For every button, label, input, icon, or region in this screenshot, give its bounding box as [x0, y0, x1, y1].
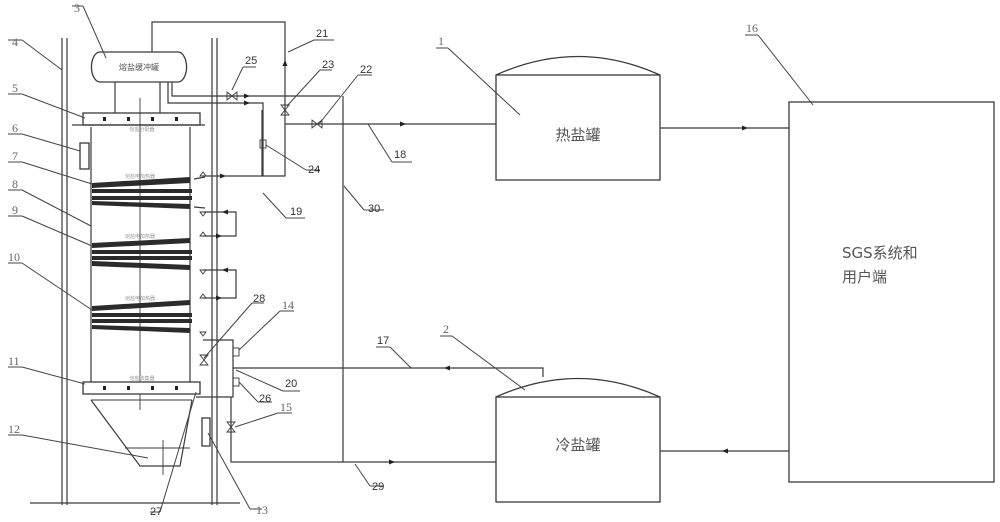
callout-4: 4 [12, 35, 18, 49]
callout-27: 27 [150, 506, 162, 518]
heater-bundle-2: 熔盐电加热器 [92, 233, 192, 270]
callout-24: 24 [308, 164, 320, 176]
callout-14: 14 [282, 298, 294, 312]
callout-19: 19 [290, 206, 302, 218]
callout-3: 3 [74, 1, 80, 15]
callouts: 1 2 3 4 5 6 7 8 9 10 11 12 13 14 15 16 1 [8, 1, 814, 518]
support-column-left [61, 38, 68, 505]
pipe-24-line [167, 82, 264, 176]
callout-25: 25 [245, 55, 257, 67]
valve-26[interactable] [232, 377, 240, 387]
pipe-20 [196, 339, 234, 398]
callout-10: 10 [8, 250, 20, 264]
heater-bundle-1: 熔盐电加热器 [92, 173, 206, 209]
valve-15[interactable] [226, 421, 236, 433]
buffer-tank-label: 熔盐缓冲罐 [119, 62, 159, 72]
svg-text:熔盐电加热器: 熔盐电加热器 [125, 173, 155, 180]
callout-21: 21 [316, 28, 328, 40]
cold-salt-tank: 冷盐罐 [495, 377, 661, 503]
hot-salt-tank: 热盐罐 [495, 55, 661, 181]
sgs-system-box: SGS系统和 用户端 [788, 101, 995, 483]
callout-8: 8 [12, 177, 18, 191]
callout-20: 20 [285, 378, 297, 390]
callout-17: 17 [377, 335, 389, 347]
drain-box-13 [201, 417, 211, 447]
callout-13: 13 [256, 503, 268, 517]
valve-24[interactable] [259, 139, 267, 149]
callout-12: 12 [8, 422, 20, 436]
valve-28[interactable] [199, 354, 209, 366]
valve-22[interactable] [311, 119, 323, 129]
callout-7: 7 [12, 149, 18, 163]
drain-cone [90, 399, 193, 475]
callout-22: 22 [360, 64, 372, 76]
pipe-21 [151, 21, 286, 177]
bottom-collector: 熔盐收集器 [82, 375, 201, 395]
top-distributor: 熔盐分配器 [72, 112, 205, 133]
callout-6: 6 [12, 121, 18, 135]
pipe-25-line [171, 82, 340, 97]
valve-14[interactable] [232, 347, 240, 357]
sgs-label-line1: SGS系统和 [842, 244, 918, 262]
callout-30: 30 [368, 203, 380, 215]
pipe-17 [233, 367, 544, 377]
svg-text:熔盐电加热器: 熔盐电加热器 [125, 295, 155, 302]
bottom-header-label: 熔盐收集器 [129, 375, 154, 382]
side-junction-box [79, 142, 90, 170]
callout-9: 9 [12, 203, 18, 217]
support-column-right [211, 38, 218, 505]
buffer-tank: 熔盐缓冲罐 [90, 51, 188, 113]
pipe-29 [230, 397, 496, 463]
callout-28: 28 [253, 293, 265, 305]
callout-1: 1 [438, 34, 444, 48]
top-header-label: 熔盐分配器 [129, 126, 154, 133]
valve-23[interactable] [280, 104, 290, 116]
cold-salt-tank-label: 冷盐罐 [555, 436, 600, 454]
heater-bundle-3: 熔盐电加热器 [92, 295, 192, 333]
sgs-label-line2: 用户端 [842, 268, 887, 286]
hot-salt-tank-label: 热盐罐 [555, 126, 600, 144]
callout-29: 29 [372, 481, 384, 493]
callout-15: 15 [280, 400, 292, 414]
callout-16: 16 [746, 21, 758, 35]
valve-25[interactable] [226, 91, 238, 101]
callout-2: 2 [443, 322, 449, 336]
svg-text:熔盐电加热器: 熔盐电加热器 [125, 233, 155, 240]
callout-18: 18 [394, 149, 406, 161]
callout-5: 5 [12, 81, 18, 95]
callout-23: 23 [322, 59, 334, 71]
callout-26: 26 [259, 393, 271, 405]
callout-11: 11 [8, 354, 20, 368]
heater-nozzles [199, 171, 207, 337]
